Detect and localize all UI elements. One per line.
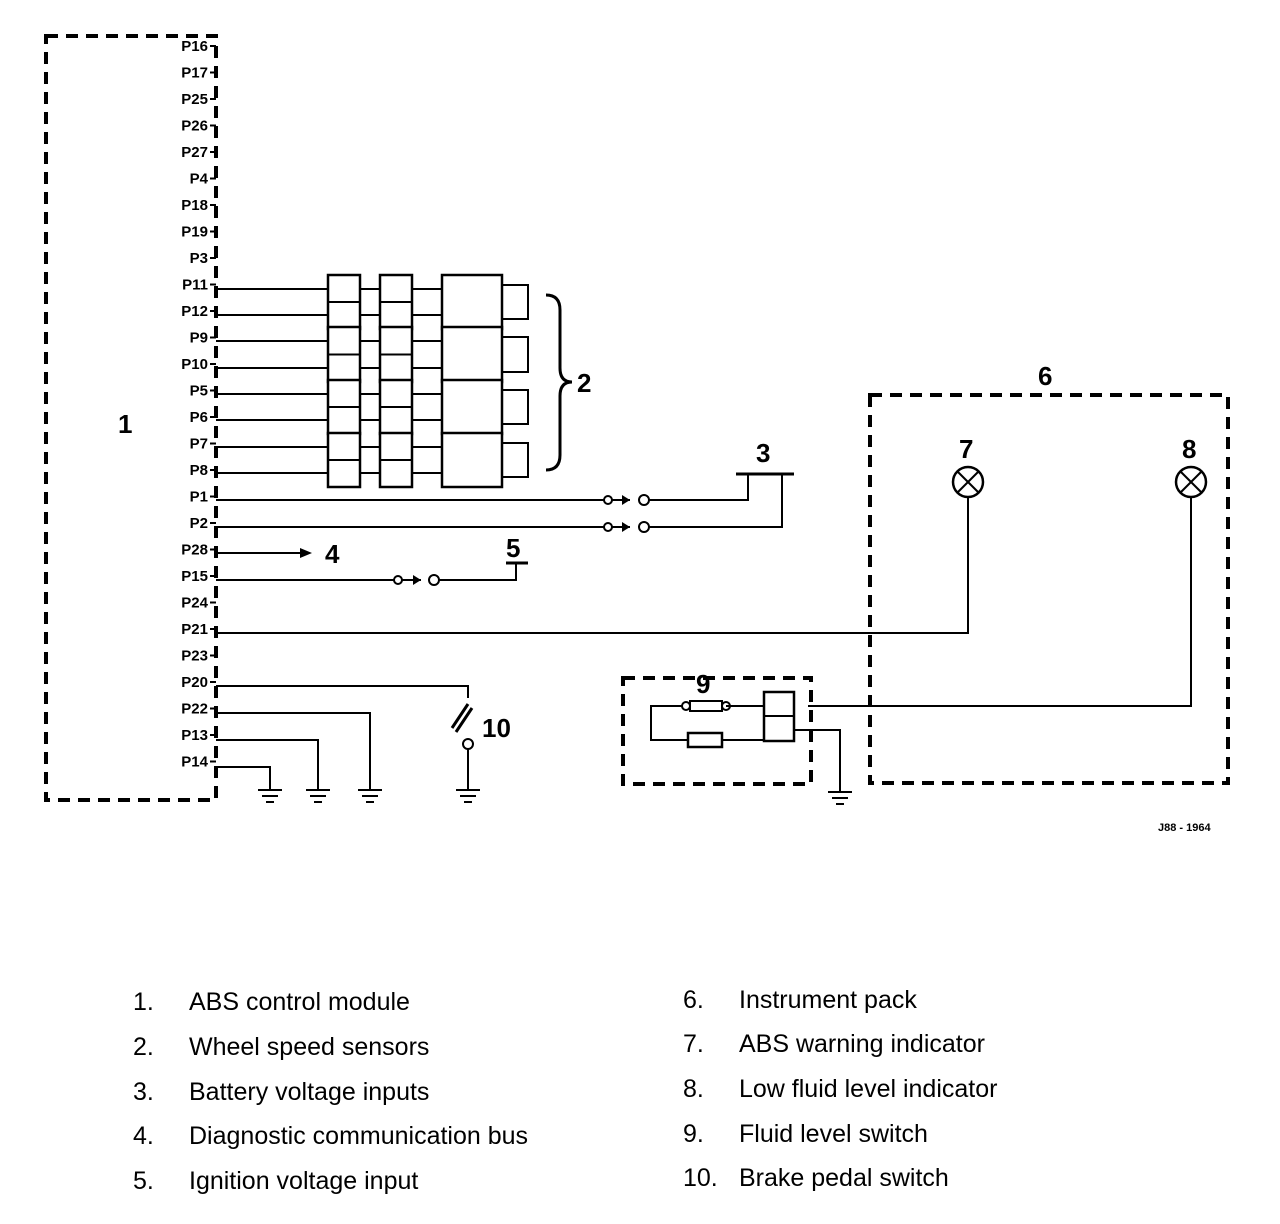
- wire-p1-out: [649, 474, 749, 501]
- callout-9: 9: [696, 669, 710, 699]
- wire-p22: [216, 712, 371, 790]
- pin-label-p27: P27: [181, 144, 208, 161]
- callout-10: 10: [482, 713, 511, 743]
- ground-symbols: [258, 789, 480, 803]
- callout-5: 5: [506, 533, 520, 563]
- legend-text: Brake pedal switch: [739, 1164, 949, 1192]
- pin-label-p22: P22: [181, 701, 208, 718]
- pin-label-p3: P3: [190, 250, 208, 267]
- wheel-speed-sensors: [216, 273, 529, 489]
- wire-p14: [216, 766, 271, 790]
- pin-label-p5: P5: [190, 383, 208, 400]
- pin-label-p23: P23: [181, 648, 208, 665]
- legend-num: 5.: [133, 1167, 154, 1195]
- pin-label-p12: P12: [181, 303, 208, 320]
- pin-labels: P16P17P25P26P27P4P18P19P3P11P12P9P10P5P6…: [181, 38, 216, 771]
- pin-label-p2: P2: [190, 515, 208, 532]
- legend-text: Diagnostic communication bus: [189, 1122, 529, 1150]
- legend-text: Instrument pack: [739, 986, 917, 1014]
- legend-num: 9.: [683, 1120, 704, 1148]
- legend-num: 4.: [133, 1122, 154, 1150]
- pin-label-p24: P24: [181, 595, 208, 612]
- sensor-tip: [501, 442, 529, 478]
- pin-label-p18: P18: [181, 197, 208, 214]
- legend-text: Low fluid level indicator: [739, 1075, 998, 1103]
- callout-8: 8: [1182, 434, 1196, 464]
- legend-text: ABS control module: [189, 988, 410, 1016]
- sensor-tip: [501, 389, 529, 425]
- callout-4: 4: [325, 539, 340, 569]
- abs-warning-lamp: [951, 465, 985, 499]
- pin-label-p8: P8: [190, 462, 208, 479]
- fuse-p1: [603, 494, 650, 506]
- legend-text: Battery voltage inputs: [189, 1078, 430, 1106]
- callout-3: 3: [756, 438, 770, 468]
- legend-num: 7.: [683, 1030, 704, 1058]
- wire-p20: [216, 685, 469, 698]
- pin-label-p14: P14: [181, 754, 208, 771]
- figure-ref: J88 - 1964: [1158, 822, 1211, 834]
- diag-arrow: [300, 548, 312, 558]
- ground-fluid-switch: [828, 791, 852, 805]
- legend-text: Wheel speed sensors: [189, 1033, 430, 1061]
- pin-label-p25: P25: [181, 91, 208, 108]
- pin-label-p9: P9: [190, 330, 208, 347]
- wire-lamp-8: [808, 497, 1192, 707]
- sensor-body: [440, 378, 504, 436]
- fuse-p15: [393, 574, 440, 586]
- sensor-tip: [501, 336, 529, 373]
- pin-label-p6: P6: [190, 409, 208, 426]
- sensor-tip: [501, 284, 529, 320]
- wire-p21: [216, 496, 969, 634]
- wire-p13: [216, 739, 319, 790]
- pin-label-p7: P7: [190, 436, 208, 453]
- pin-label-p19: P19: [181, 224, 208, 241]
- pin-label-p26: P26: [181, 118, 208, 135]
- legend-num: 10.: [683, 1164, 718, 1192]
- wire-p15-out: [439, 563, 517, 581]
- pin-label-p16: P16: [181, 38, 208, 55]
- sensor-body: [440, 325, 504, 384]
- legend-text: Fluid level switch: [739, 1120, 928, 1148]
- pin-label-p15: P15: [181, 568, 208, 585]
- pin-label-p17: P17: [181, 65, 208, 82]
- callout-2: 2: [577, 368, 591, 398]
- brake-pedal-switch: [450, 703, 474, 790]
- pin-label-p11: P11: [182, 277, 208, 294]
- sensor-body: [440, 431, 504, 489]
- pin-label-p20: P20: [181, 674, 208, 691]
- sensor-body: [440, 273, 504, 331]
- legend-num: 2.: [133, 1033, 154, 1061]
- fluid-switch-circuit: [650, 690, 841, 792]
- legend-num: 1.: [133, 988, 154, 1016]
- sensors-brace: [545, 293, 573, 472]
- legend-text: ABS warning indicator: [739, 1030, 985, 1058]
- callout-6: 6: [1038, 361, 1052, 391]
- pin-label-p4: P4: [190, 171, 209, 188]
- fuse-p2: [603, 521, 650, 533]
- pin-label-p13: P13: [181, 727, 208, 744]
- callout-7: 7: [959, 434, 973, 464]
- callout-1: 1: [118, 409, 132, 439]
- pin-label-p10: P10: [181, 356, 208, 373]
- low-fluid-lamp: [1174, 465, 1208, 499]
- instrument-pack-box: [868, 393, 1230, 785]
- pin-label-p1: P1: [190, 489, 208, 506]
- pin-label-p28: P28: [181, 542, 208, 559]
- legend-text: Ignition voltage input: [189, 1167, 419, 1195]
- pin-label-p21: P21: [181, 621, 208, 638]
- wire-p2-out: [649, 474, 783, 528]
- legend-num: 6.: [683, 986, 704, 1014]
- legend-num: 3.: [133, 1078, 154, 1106]
- legend-num: 8.: [683, 1075, 704, 1103]
- abs-wiring-diagram: P16P17P25P26P27P4P18P19P3P11P12P9P10P5P6…: [44, 34, 1230, 834]
